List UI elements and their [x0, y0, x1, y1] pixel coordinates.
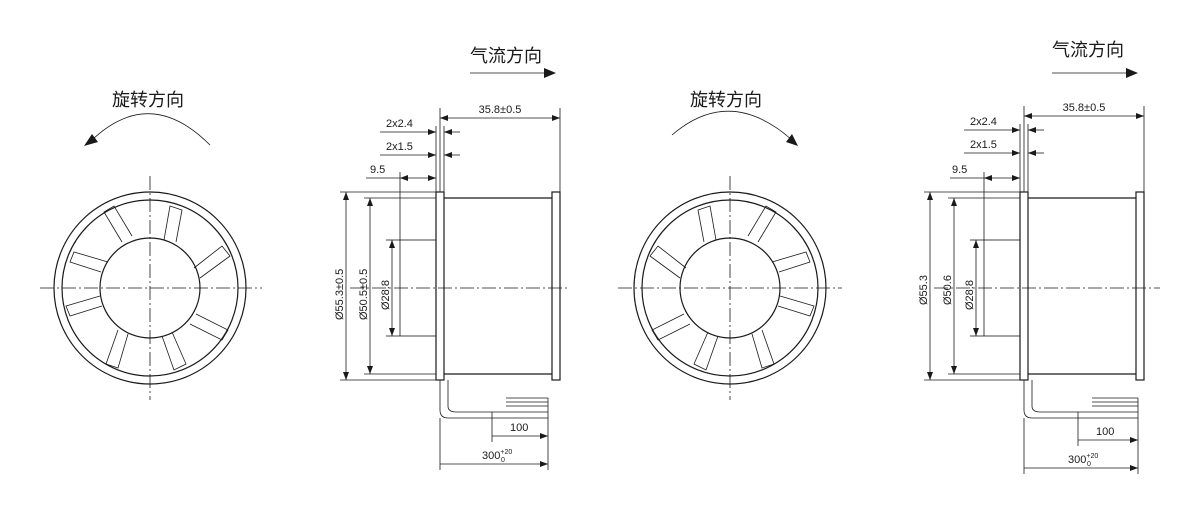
dim-flange-thk-left: 2x1.5	[386, 141, 413, 153]
side-view-right: 气流方向 35.8±0.5 2x2.4 2x1.5	[918, 40, 1160, 474]
fan-blades-right	[649, 205, 815, 371]
dim-hub-dia-left: Ø28.8	[380, 280, 392, 310]
dim-outer-dia-right: Ø55.3	[918, 275, 930, 305]
dim-cable-long-tol-left: 0	[501, 457, 505, 464]
dim-inner-dia-left: Ø50.5±0.5	[358, 269, 370, 320]
dim-flange-gap-left: 2x2.4	[386, 118, 413, 130]
front-view-right: 旋转方向	[618, 90, 842, 400]
fan-blades-left	[65, 205, 231, 371]
dim-cable-long-tol-right: 0	[1087, 461, 1091, 468]
dim-hub-depth-right: 9.5	[952, 164, 967, 176]
dim-hub-dia-right: Ø28.8	[964, 280, 976, 310]
dim-flange-gap-right: 2x2.4	[970, 116, 997, 128]
dim-hub-depth-left: 9.5	[370, 164, 385, 176]
airflow-label-right: 气流方向	[1052, 40, 1124, 61]
rotation-arrow-icon	[671, 110, 798, 146]
side-view-left: 气流方向 35.8±0.5 2x2.4	[334, 46, 570, 470]
airflow-arrow-icon	[470, 68, 556, 78]
dim-cable-short-right: 100	[1096, 426, 1114, 438]
dim-cable-long-left: 300+20	[482, 449, 512, 462]
front-view-left: 旋转方向	[40, 90, 262, 400]
dim-length-right: 35.8±0.5	[1063, 102, 1106, 114]
dim-inner-dia-right: Ø50.6	[942, 275, 954, 305]
rotation-arrow-icon	[84, 113, 211, 146]
rotation-label-right: 旋转方向	[690, 90, 762, 111]
dim-cable-long-right: 300+20	[1068, 453, 1098, 466]
airflow-arrow-icon	[1052, 68, 1138, 78]
rotation-label-left: 旋转方向	[112, 90, 184, 111]
airflow-label-left: 气流方向	[470, 46, 542, 67]
dim-flange-thk-right: 2x1.5	[970, 139, 997, 151]
dim-length-left: 35.8±0.5	[479, 104, 522, 116]
dim-cable-short-left: 100	[510, 422, 528, 434]
dim-outer-dia-left: Ø55.3±0.5	[334, 269, 346, 320]
